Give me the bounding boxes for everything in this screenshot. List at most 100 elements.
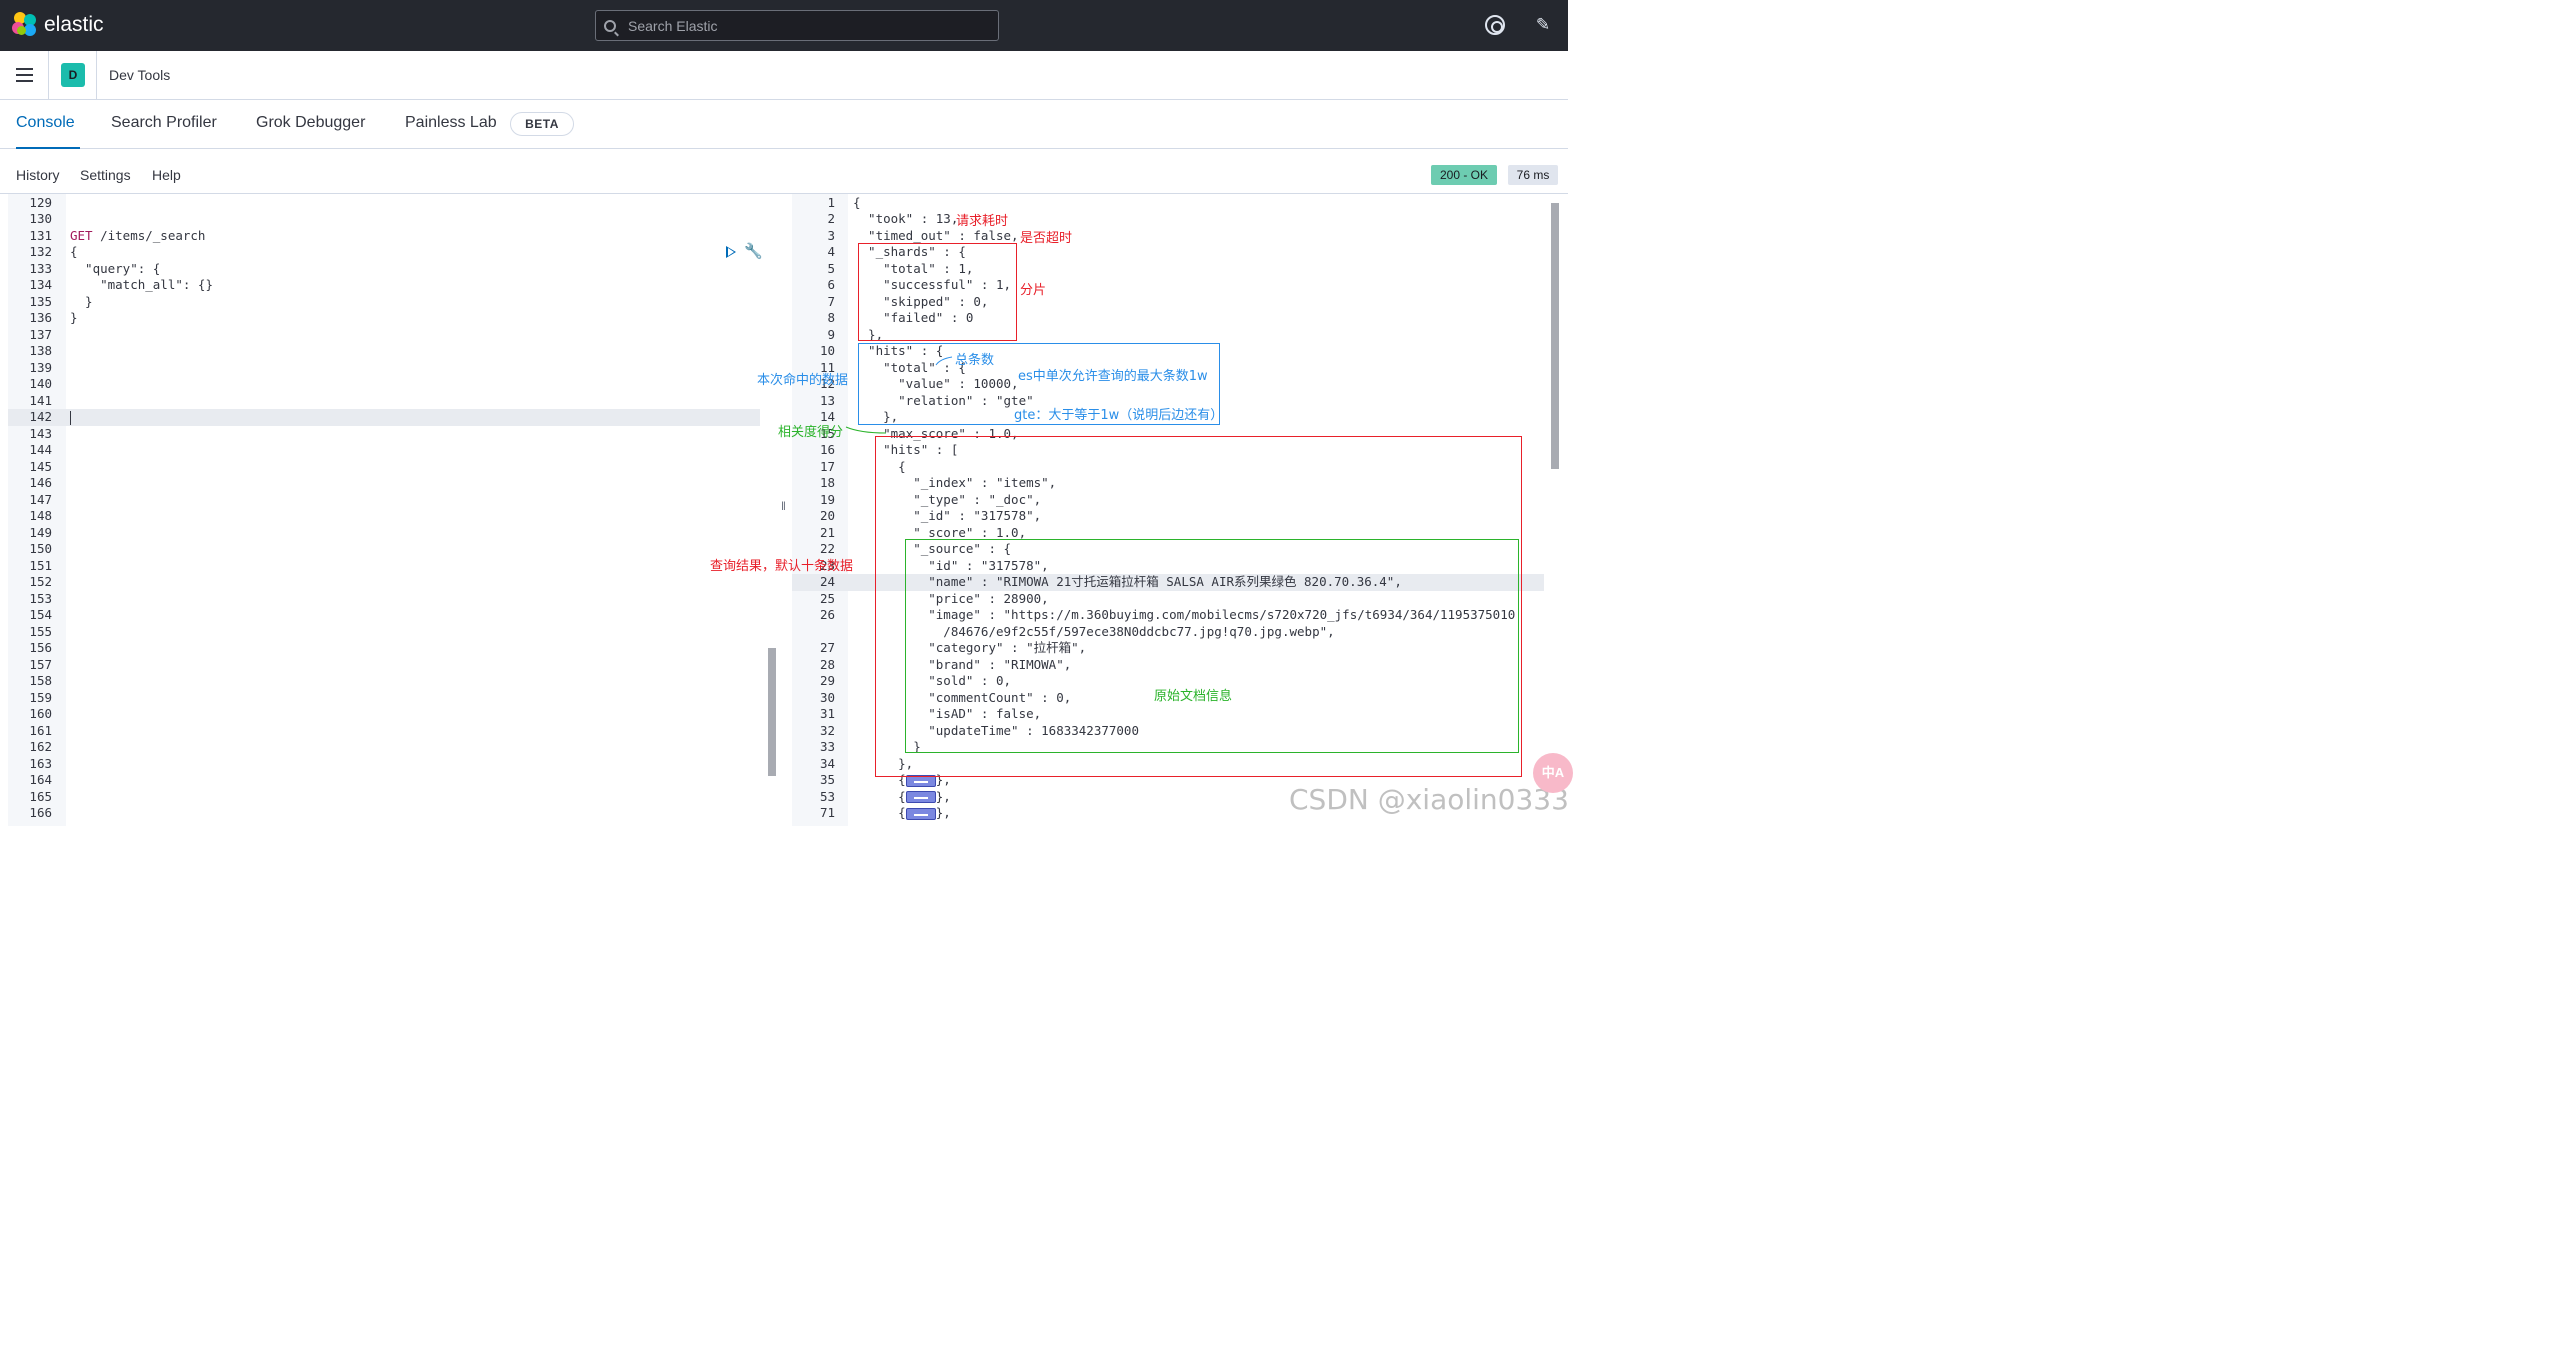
line-number: 142 — [29, 409, 52, 424]
output-line-number: 3 — [827, 227, 835, 243]
output-line-number: 10 — [819, 343, 835, 358]
help-link[interactable]: Help — [152, 167, 181, 183]
output-line-number: 19 — [819, 491, 835, 507]
elastic-logo-icon — [12, 12, 38, 38]
note-took: 请求耗时 — [956, 214, 1009, 229]
line-number: 147 — [29, 491, 52, 507]
line-number: 151 — [29, 557, 52, 573]
tab-painless-lab[interactable]: Painless Lab — [405, 114, 497, 131]
line-number: 153 — [29, 590, 52, 606]
output-code-line: "value" : 10000, — [853, 376, 1019, 391]
output-line-number: 30 — [819, 689, 835, 705]
output-code-line: "_shards" : { — [853, 244, 966, 259]
line-number: 161 — [29, 722, 52, 738]
output-code-line: "commentCount" : 0, — [853, 689, 1072, 705]
line-number: 149 — [29, 524, 52, 540]
annotation-box-hits-total — [858, 343, 1220, 425]
note-result: 查询结果，默认十条数据 — [710, 559, 854, 574]
space-avatar[interactable]: D — [61, 63, 85, 87]
annotation-arrows — [845, 356, 953, 434]
menu-icon[interactable] — [16, 68, 33, 82]
dev-tools-tabs: Console Search Profiler Grok Debugger Pa… — [0, 100, 1568, 149]
breadcrumb-dev-tools[interactable]: Dev Tools — [109, 67, 171, 83]
translate-button[interactable]: 中A — [1533, 753, 1573, 793]
line-number: 159 — [29, 689, 52, 705]
beta-badge: BETA — [510, 112, 574, 136]
brand-name: elastic — [44, 13, 104, 36]
output-line-number: 24 — [819, 574, 835, 589]
output-code-line: "_score" : 1.0, — [853, 524, 1027, 540]
collapsed-object-icon[interactable] — [905, 791, 936, 803]
history-link[interactable]: History — [16, 167, 60, 183]
output-code-line: "skipped" : 0, — [853, 293, 989, 309]
line-number: 138 — [29, 343, 52, 358]
output-code-line: "_id" : "317578", — [853, 508, 1042, 523]
output-line-number: 6 — [827, 277, 835, 292]
line-number: 134 — [29, 277, 52, 292]
editor-code-line: } — [70, 310, 78, 325]
line-number: 164 — [29, 772, 52, 787]
collapsed-object-icon[interactable] — [905, 807, 936, 820]
search-input[interactable]: Search Elastic — [595, 10, 999, 41]
output-line-number: 27 — [819, 640, 835, 655]
output-line-number: 15 — [819, 425, 835, 441]
output-line-number: 33 — [819, 739, 835, 754]
help-icon[interactable] — [1485, 15, 1505, 35]
collapsed-object-icon[interactable] — [905, 774, 936, 787]
tab-grok-debugger[interactable]: Grok Debugger — [256, 114, 366, 131]
output-line-number: 5 — [827, 260, 835, 276]
output-code-line: "isAD" : false, — [853, 706, 1042, 721]
settings-link[interactable]: Settings — [80, 167, 131, 183]
output-line-number: 13 — [819, 392, 835, 408]
note-score: 相关度得分 — [778, 425, 844, 440]
output-line-number: 23 — [819, 557, 835, 573]
output-line-number: 11 — [819, 359, 835, 375]
output-code-line: }, — [853, 326, 884, 342]
output-code-line: {}, — [853, 788, 951, 804]
output-line-number — [792, 624, 835, 641]
line-number: 139 — [29, 359, 52, 375]
line-number: 148 — [29, 508, 52, 523]
divider — [96, 51, 97, 100]
global-header: elastic Search Elastic ✎ — [0, 0, 1568, 51]
annotation-box-source — [905, 539, 1519, 753]
tab-console[interactable]: Console — [16, 114, 80, 149]
output-line-number: 25 — [819, 590, 835, 606]
output-line-number: 12 — [819, 376, 835, 391]
line-number: 140 — [29, 376, 52, 391]
line-number: 156 — [29, 640, 52, 655]
panel-resizer[interactable]: ‖ — [781, 499, 786, 513]
line-number: 152 — [29, 574, 52, 589]
editor-scrollbar[interactable] — [768, 648, 776, 776]
line-number: 145 — [29, 458, 52, 474]
output-code-line: "failed" : 0 — [853, 310, 974, 325]
output-line-number: 20 — [819, 508, 835, 523]
request-method: GET — [70, 227, 93, 243]
play-icon[interactable] — [726, 246, 736, 258]
line-number: 154 — [29, 607, 52, 622]
line-number: 144 — [29, 442, 52, 457]
note-gte: gte：大于等于1w（说明后边还有） — [1014, 408, 1224, 423]
newsfeed-icon[interactable]: ✎ — [1535, 15, 1551, 34]
output-code-line: "_source" : { — [853, 541, 1012, 556]
status-badge: 200 - OK — [1431, 165, 1498, 185]
line-number: 143 — [29, 425, 52, 441]
output-code-line: "name" : "RIMOWA 21寸托运箱拉杆箱 SALSA AIR系列果绿… — [853, 574, 1402, 589]
tab-search-profiler[interactable]: Search Profiler — [111, 114, 217, 131]
console-toolbar: History Settings Help 200 - OK 76 ms — [0, 150, 1568, 194]
line-number: 130 — [29, 211, 52, 226]
output-line-number: 16 — [819, 442, 835, 457]
output-code-line: "price" : 28900, — [853, 590, 1049, 606]
annotation-box-hits — [875, 436, 1522, 777]
output-code-line: "_type" : "_doc", — [853, 491, 1042, 507]
wrench-icon[interactable]: 🔧 — [744, 243, 763, 260]
editor-gutter — [8, 194, 66, 826]
output-line-number: 28 — [819, 656, 835, 672]
output-scrollbar[interactable] — [1551, 203, 1559, 469]
output-code-line: "hits" : { — [853, 343, 944, 358]
output-line-number: 4 — [827, 244, 835, 259]
line-number: 146 — [29, 475, 52, 490]
elastic-logo[interactable]: elastic — [12, 12, 104, 38]
output-line-number: 9 — [827, 326, 835, 342]
output-code-line: "sold" : 0, — [853, 673, 1012, 688]
